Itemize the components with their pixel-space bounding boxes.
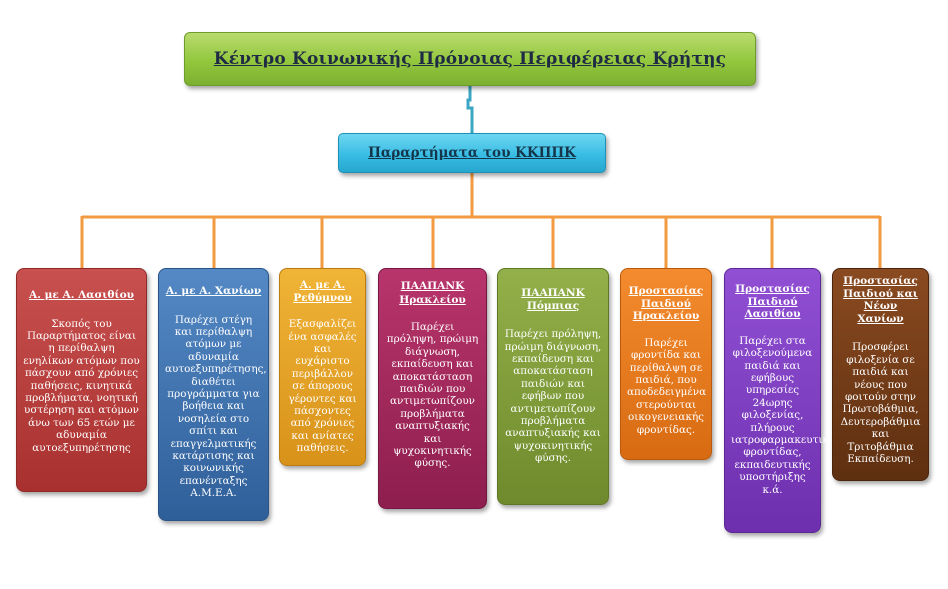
unit-card-child-protection-heraklion: Προστασίας Παιδιού Ηρακλείου Παρέχει φρο… bbox=[620, 268, 712, 460]
unit-card-chania-care: Α. με Α. Χανίων Παρέχει στέγη και περίθα… bbox=[158, 268, 269, 521]
unit-card-title: Προστασίας Παιδιού Λασιθίου bbox=[735, 283, 810, 321]
unit-card-lasithi-care: Α. με Α. Λασιθίου Σκοπός του Παραρτήματο… bbox=[16, 268, 147, 492]
unit-card-title: ΠΑΑΠΑΝΚ Πόμπιας bbox=[521, 287, 585, 312]
root-node-title: Κέντρο Κοινωνικής Πρόνοιας Περιφέρειας Κ… bbox=[213, 49, 727, 69]
unit-card-paapank-pompia: ΠΑΑΠΑΝΚ Πόμπιας Παρέχει πρόληψη, πρώιμη … bbox=[497, 268, 609, 505]
unit-card-title: ΠΑΑΠΑΝΚ Ηρακλείου bbox=[399, 280, 466, 306]
unit-card-body: Παρέχει πρόληψη, πρώιμη διάγνωση, εκπαίδ… bbox=[386, 321, 479, 470]
unit-card-rethymno-care: Α. με Α. Ρεθύμνου Εξασφαλίζει ένα ασφαλέ… bbox=[279, 268, 366, 466]
unit-card-body: Παρέχει πρόληψη, πρώιμη διάγνωση, εκπαίδ… bbox=[504, 328, 602, 465]
unit-card-body: Σκοπός του Παραρτήματος είναι η περίθαλψ… bbox=[23, 317, 140, 454]
unit-card-child-protection-lasithi: Προστασίας Παιδιού Λασιθίου Παρέχει στα … bbox=[724, 268, 841, 533]
unit-card-title: Α. με Α. Λασιθίου bbox=[29, 289, 134, 301]
branch-node-title: Παραρτήματα του ΚΚΠΠΚ bbox=[368, 145, 576, 161]
unit-card-body: Παρέχει φροντίδα και περίθαλψη σε παιδιά… bbox=[627, 336, 707, 436]
unit-card-title: Α. με Α. Ρεθύμνου bbox=[293, 279, 352, 304]
unit-card-body: Παρέχει στα φιλοξενούμενα παιδιά και εφή… bbox=[731, 334, 841, 496]
unit-card-child-youth-protection-chania: Προστασίας Παιδιού και Νέων Χανίων Προσφ… bbox=[832, 268, 929, 481]
root-node: Κέντρο Κοινωνικής Πρόνοιας Περιφέρειας Κ… bbox=[184, 32, 756, 86]
unit-card-body: Προσφέρει φιλοξενία σε παιδιά και νέους … bbox=[840, 341, 921, 466]
unit-card-body: Παρέχει στέγη και περίθαλψη ατόμων με αδ… bbox=[165, 313, 267, 500]
unit-card-title: Προστασίας Παιδιού και Νέων Χανίων bbox=[843, 275, 918, 325]
root-to-branch-connector bbox=[466, 86, 474, 133]
unit-card-title: Προστασίας Παιδιού Ηρακλείου bbox=[628, 285, 704, 323]
unit-card-body: Εξασφαλίζει ένα ασφαλές και ευχάριστο πε… bbox=[288, 318, 357, 455]
unit-card-title: Α. με Α. Χανίων bbox=[165, 285, 262, 297]
unit-card-paapank-heraklion: ΠΑΑΠΑΝΚ Ηρακλείου Παρέχει πρόληψη, πρώιμ… bbox=[378, 268, 487, 509]
branch-node: Παραρτήματα του ΚΚΠΠΚ bbox=[338, 133, 606, 173]
